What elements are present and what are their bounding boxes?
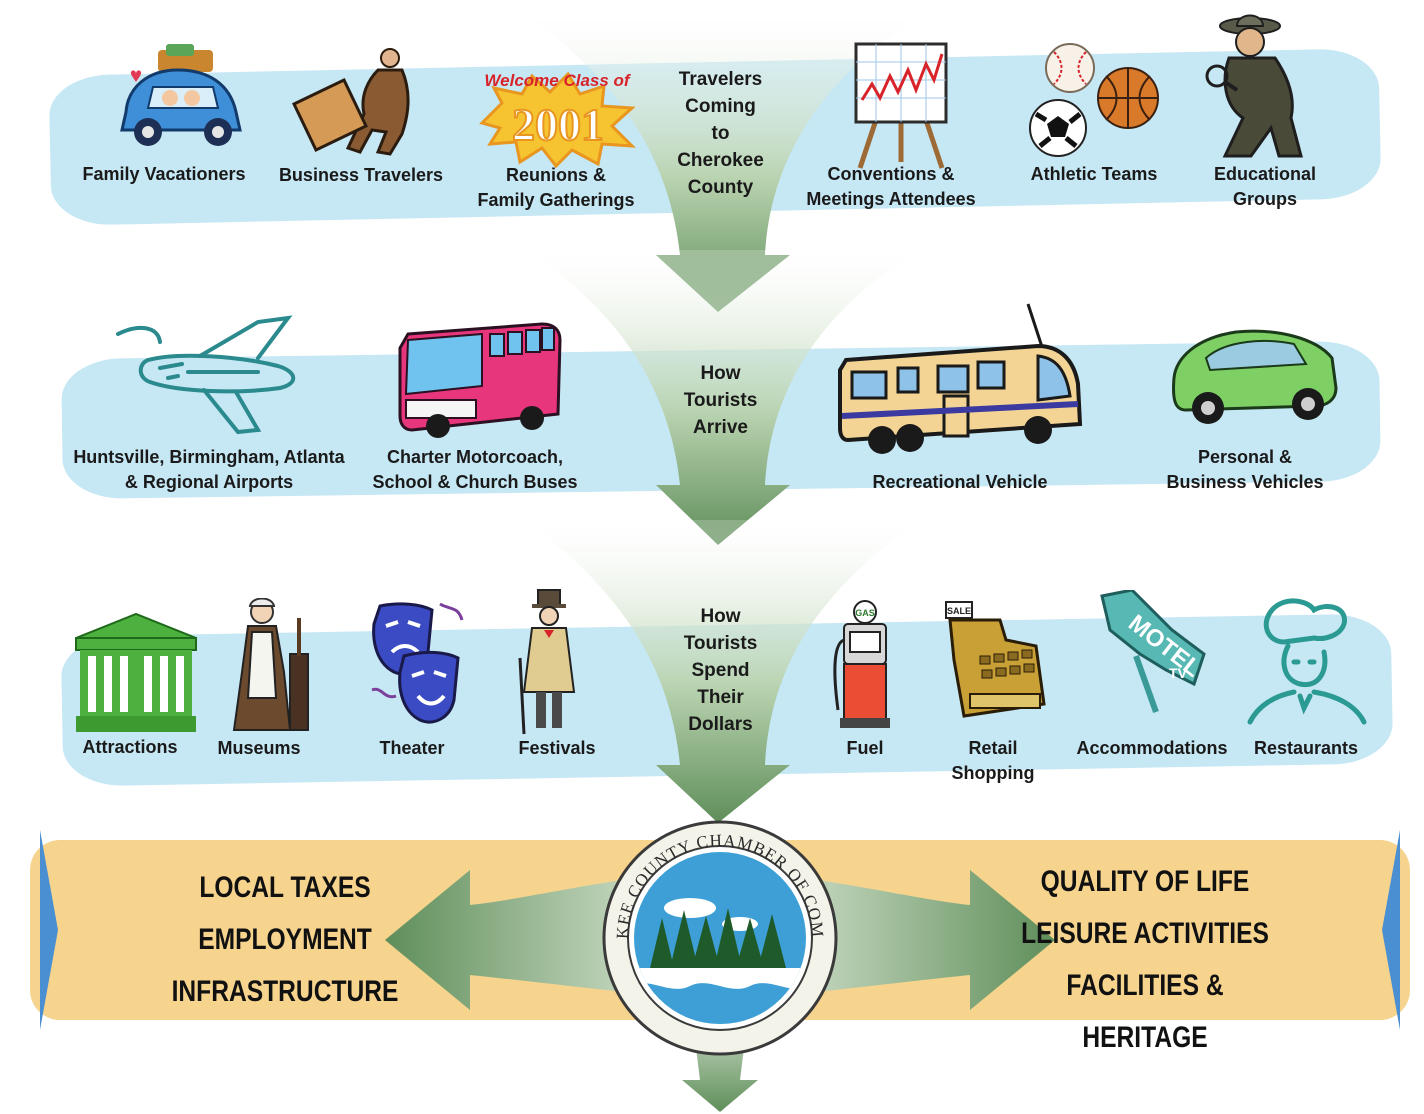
- label-retail-shopping: Retail Shopping: [951, 738, 1035, 783]
- outcome-right-1: QUALITY OF LIFE: [1040, 865, 1250, 898]
- pioneer-woman-icon: [232, 598, 309, 731]
- theater-masks-icon: [371, 602, 464, 724]
- label-business-travelers: Business Travelers: [278, 165, 444, 185]
- label-accommodations: Accommodations: [1076, 738, 1228, 758]
- banner-year: 2001: [512, 99, 604, 150]
- gas-pump-icon: GAS: [833, 600, 890, 728]
- easel-chart-icon: [854, 42, 948, 169]
- outcome-band-right-edge: [1382, 830, 1400, 1030]
- family-car-icon: [120, 44, 242, 146]
- businessman-icon: [292, 48, 410, 156]
- explorer-icon: [1205, 14, 1303, 158]
- label-theater: Theater: [379, 738, 445, 758]
- chef-icon: [1247, 598, 1367, 725]
- funnel-arrow-2: [525, 250, 920, 545]
- label-festivals: Festivals: [518, 738, 596, 758]
- label-family-vacationers: Family Vacationers: [82, 164, 246, 184]
- motel-sign-subtext: TV: [1169, 665, 1188, 681]
- outcome-band-left-edge: [40, 830, 58, 1030]
- chamber-seal-icon: CHEROKEE COUNTY CHAMBER OF COMMERCE: [600, 818, 838, 1056]
- car-icon: [1172, 329, 1338, 424]
- outcome-left-1: LOCAL TAXES: [199, 871, 371, 904]
- label-buses: Charter Motorcoach, School & Church Buse…: [372, 447, 578, 492]
- label-airports: Huntsville, Birmingham, Atlanta & Region…: [73, 447, 345, 492]
- gas-pump-text: GAS: [855, 608, 875, 618]
- flow-step-arrive: How Tourists Arrive: [683, 363, 758, 438]
- airplane-icon: [116, 315, 296, 435]
- outcome-right-3: FACILITIES & HERITAGE: [1066, 969, 1224, 1054]
- label-restaurants: Restaurants: [1253, 738, 1359, 758]
- gentleman-icon: [518, 589, 576, 735]
- label-personal-vehicles: Personal & Business Vehicles: [1166, 447, 1324, 492]
- label-reunions: Reunions & Family Gatherings: [477, 165, 635, 210]
- welcome-class-banner-icon: Welcome Class of 2001: [479, 71, 636, 168]
- rv-icon: [838, 303, 1083, 454]
- cash-register-icon: SALE: [945, 601, 1046, 718]
- funnel-arrow-3: [525, 520, 920, 823]
- label-rv: Recreational Vehicle: [872, 472, 1048, 492]
- cash-register-text: SALE: [947, 606, 971, 616]
- banner-text: Welcome Class of: [484, 71, 632, 90]
- funnel-arrow-1: [525, 15, 920, 312]
- label-athletic-teams: Athletic Teams: [1030, 164, 1158, 184]
- flow-step-travelers: Travelers Coming to Cherokee County: [677, 69, 764, 198]
- sports-balls-icon: [1029, 43, 1159, 157]
- flow-step-spend: How Tourists Spend Their Dollars: [683, 606, 758, 735]
- label-educational-groups: Educational Groups: [1213, 164, 1316, 209]
- label-conventions: Conventions & Meetings Attendees: [806, 164, 976, 209]
- bus-icon: [398, 322, 562, 438]
- label-attractions: Attractions: [82, 737, 178, 757]
- outcome-left-2: EMPLOYMENT: [198, 923, 372, 956]
- outcome-right-2: LEISURE ACTIVITIES: [1021, 917, 1269, 950]
- label-museums: Museums: [217, 738, 301, 758]
- motel-sign-icon: MOTEL TV: [1100, 590, 1206, 714]
- building-icon: [75, 612, 197, 732]
- label-fuel: Fuel: [846, 738, 884, 758]
- outcome-left-3: INFRASTRUCTURE: [171, 975, 399, 1008]
